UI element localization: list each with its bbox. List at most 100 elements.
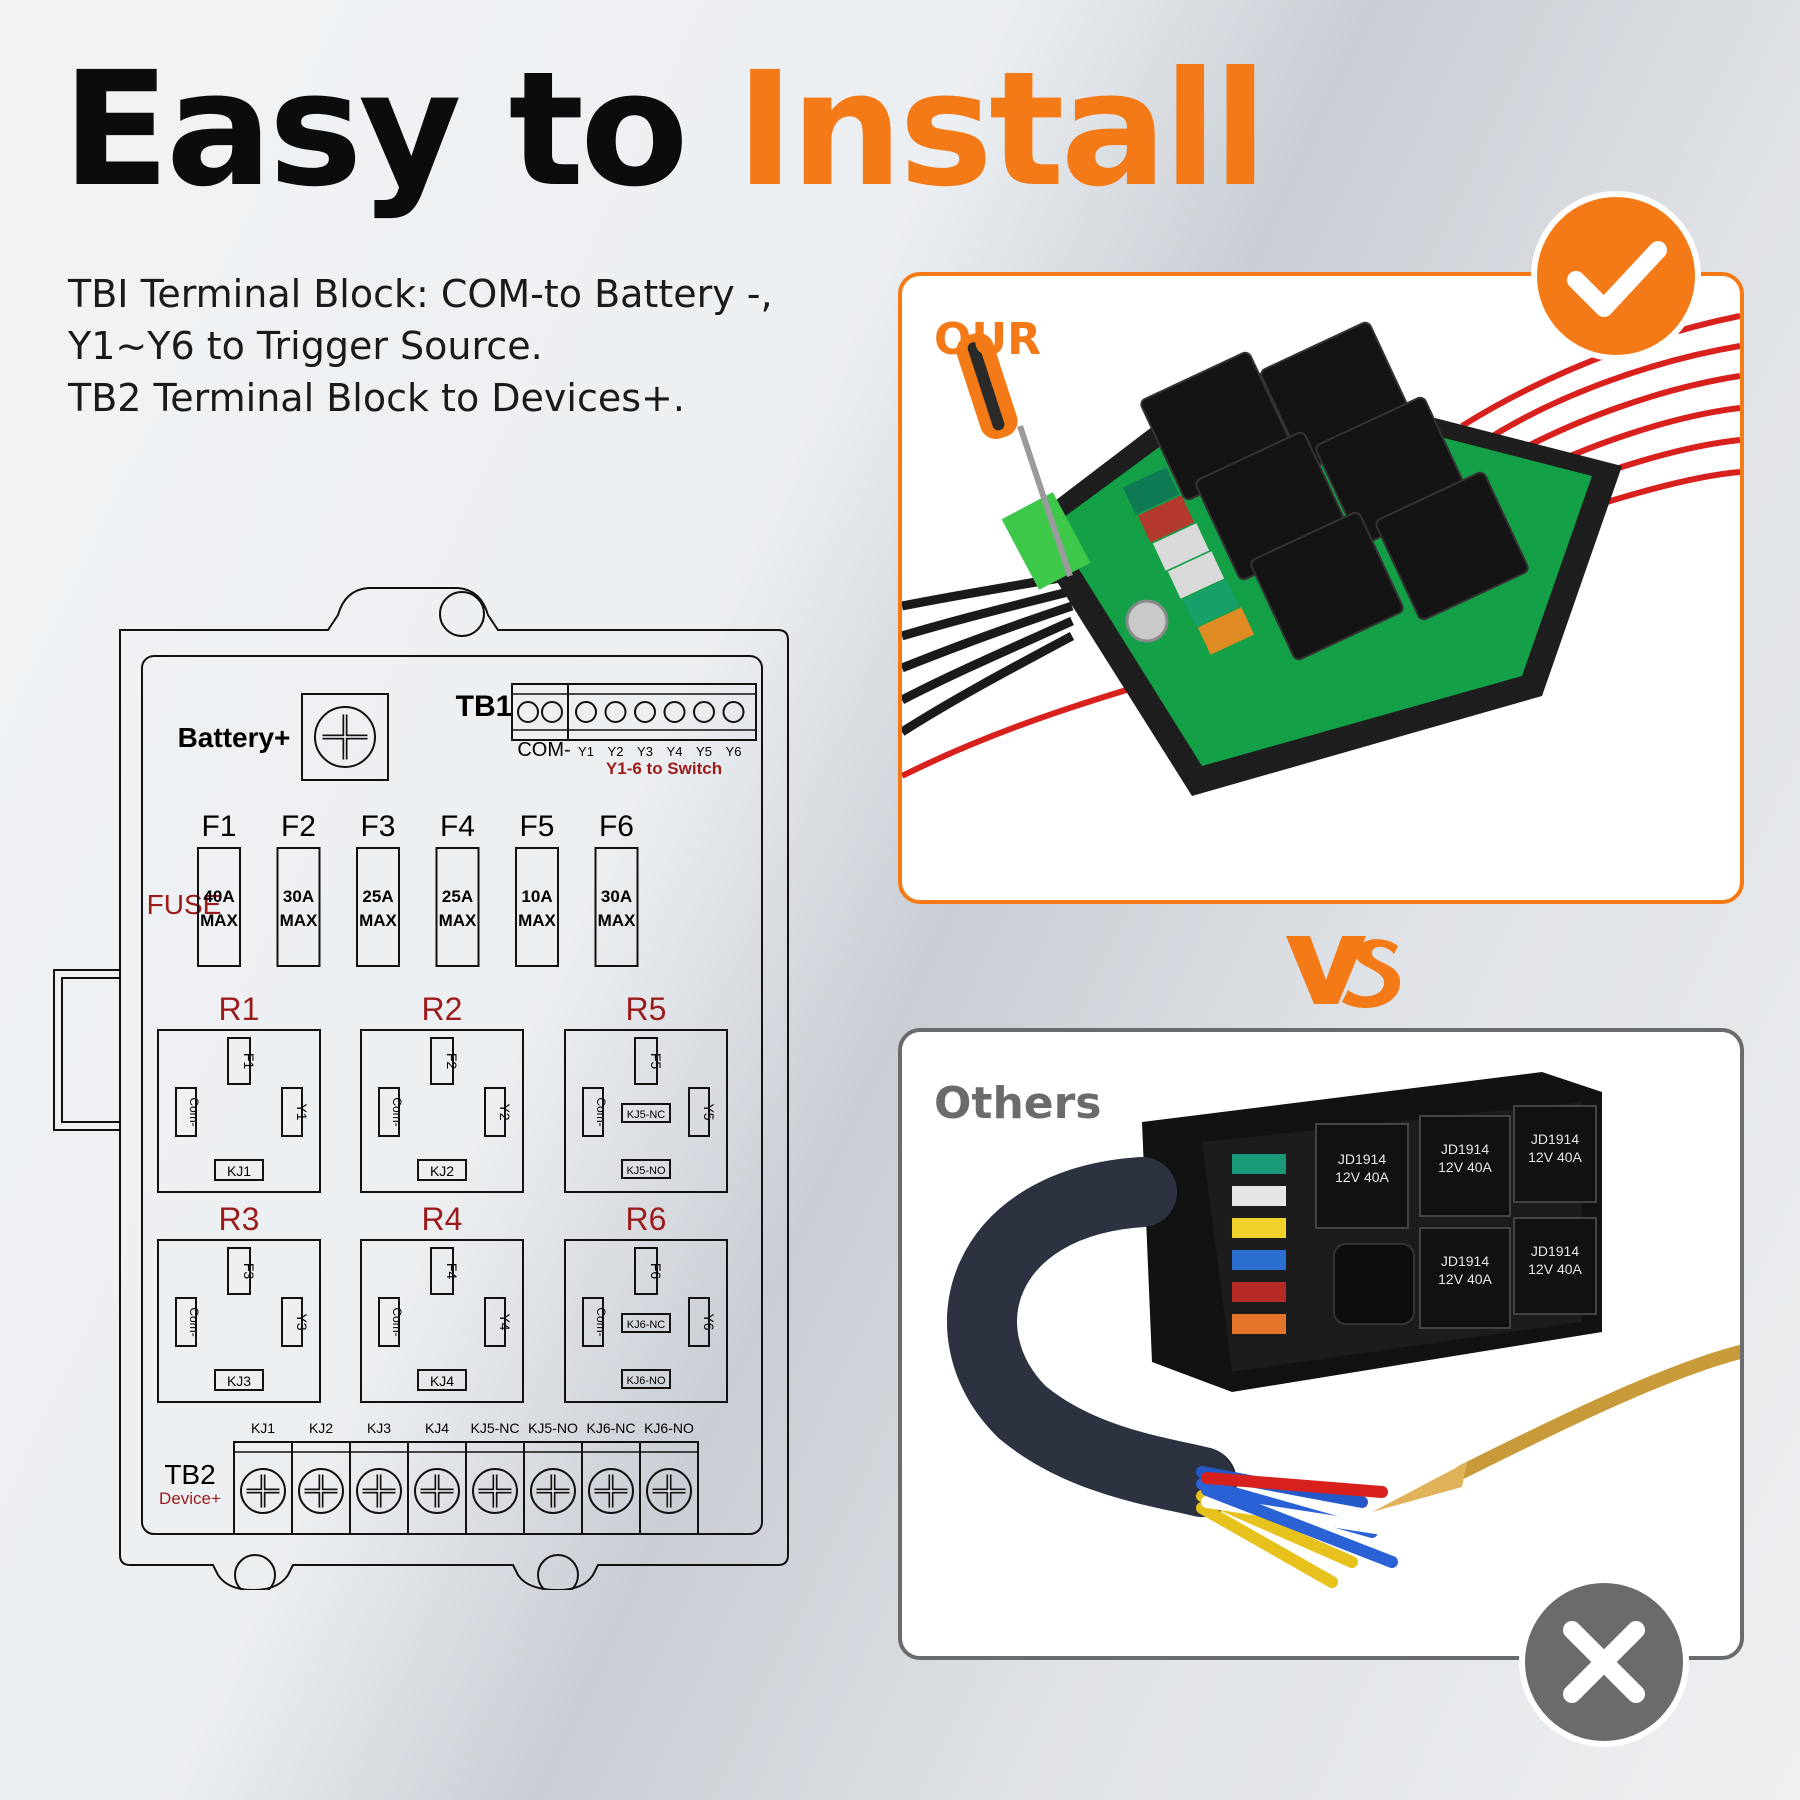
fuse-max: MAX bbox=[200, 911, 238, 930]
battery-label: Battery+ bbox=[178, 722, 291, 753]
tb1-pin-y1 bbox=[575, 701, 597, 723]
relay-fuse-pin bbox=[634, 1247, 658, 1295]
svg-text:12V 40A: 12V 40A bbox=[1335, 1169, 1389, 1185]
mount-hole-bottom-left bbox=[234, 1554, 276, 1590]
tb2-screw-icon bbox=[414, 1468, 460, 1514]
relay-output-pin bbox=[214, 1369, 264, 1391]
fuse-name-f5: F5 bbox=[519, 810, 554, 843]
tb2-sublabel: Device+ bbox=[159, 1489, 221, 1508]
svg-text:JD1914: JD1914 bbox=[1531, 1131, 1579, 1147]
relay-body bbox=[360, 1239, 524, 1403]
tb1-label: TB1 bbox=[456, 690, 513, 723]
tb2-screw-icon bbox=[588, 1468, 634, 1514]
tb1-terminal-label: Y1 bbox=[578, 744, 594, 759]
tb1-pin-y6 bbox=[722, 701, 745, 723]
tb1-terminal-label: Y5 bbox=[696, 744, 712, 759]
relay-trigger-label: Y6 bbox=[701, 1313, 717, 1330]
fuse-max: MAX bbox=[518, 911, 556, 930]
relay-name: R3 bbox=[219, 1201, 260, 1237]
headline-word-easy-to: Easy to bbox=[62, 38, 689, 222]
relay-trigger-pin bbox=[484, 1087, 506, 1137]
tb1-pin-y5 bbox=[693, 701, 715, 723]
relay-output-label: KJ3 bbox=[227, 1373, 251, 1389]
svg-text:12V 40A: 12V 40A bbox=[1528, 1261, 1582, 1277]
our-label: OUR bbox=[934, 314, 1042, 365]
fuse-max: MAX bbox=[439, 911, 477, 930]
black-wires bbox=[902, 571, 1075, 736]
relay-fuse-pin bbox=[227, 1247, 251, 1295]
relay-output-pin bbox=[417, 1369, 467, 1391]
relay-fuse-pin bbox=[430, 1037, 454, 1085]
side-tab bbox=[53, 969, 121, 1131]
others-label: Others bbox=[934, 1078, 1102, 1129]
relay-output-label: KJ5-NC bbox=[627, 1109, 666, 1121]
relay-output-pin-no bbox=[621, 1369, 671, 1389]
tb2-screw-icon bbox=[472, 1468, 518, 1514]
fuse-name-f2: F2 bbox=[281, 810, 316, 843]
fuses bbox=[1122, 467, 1255, 655]
relay-body bbox=[157, 1029, 321, 1193]
relay-body bbox=[157, 1239, 321, 1403]
svg-text:JD1914: JD1914 bbox=[1441, 1253, 1489, 1269]
relay-output-label: KJ4 bbox=[430, 1373, 454, 1389]
our-product-panel: OUR bbox=[898, 272, 1744, 904]
relay-trigger-label: Y3 bbox=[294, 1313, 310, 1330]
relay-output-label: KJ5-NO bbox=[626, 1165, 666, 1177]
relay-trigger-label: Y1 bbox=[294, 1103, 310, 1120]
relay-output-pin bbox=[214, 1159, 264, 1181]
relay-trigger-label: Y5 bbox=[701, 1103, 717, 1120]
svg-text:12V 40A: 12V 40A bbox=[1438, 1271, 1492, 1287]
relay-com-pin bbox=[378, 1087, 400, 1137]
tb1-com-pin bbox=[541, 701, 563, 723]
mount-hole-top bbox=[439, 591, 485, 637]
relay-trigger-label: Y4 bbox=[497, 1313, 513, 1330]
tb1-terminal-label: Y3 bbox=[637, 744, 653, 759]
relay-trigger-pin bbox=[484, 1297, 506, 1347]
fuse-body-f2 bbox=[276, 847, 321, 967]
tb2-terminal-label: KJ2 bbox=[309, 1420, 333, 1436]
fuse-body-f3 bbox=[356, 847, 400, 967]
relays bbox=[1140, 321, 1529, 661]
relay-body bbox=[360, 1029, 524, 1193]
install-description: TBI Terminal Block: COM-to Battery -, Y1… bbox=[68, 268, 773, 424]
relay-fuse-label: F6 bbox=[648, 1263, 664, 1280]
check-badge-icon bbox=[1531, 191, 1701, 361]
fuse-body-f4 bbox=[435, 847, 480, 967]
fuse-body-f6 bbox=[594, 847, 639, 967]
fuse-amp: 30A bbox=[283, 887, 314, 906]
tb1-com-pin bbox=[517, 701, 539, 723]
tb2-screw-icon bbox=[356, 1468, 402, 1514]
relay-trigger-pin bbox=[281, 1087, 303, 1137]
relay-trigger-label: Y2 bbox=[497, 1103, 513, 1120]
relay-name: R5 bbox=[626, 991, 667, 1027]
tb2-terminal-label: KJ1 bbox=[251, 1420, 275, 1436]
tb2-screw-icon bbox=[646, 1468, 692, 1514]
relay-output-label: KJ6-NC bbox=[627, 1319, 666, 1331]
relay-body bbox=[564, 1029, 728, 1193]
fuse-name-f6: F6 bbox=[599, 810, 634, 843]
relay-trigger-pin bbox=[281, 1297, 303, 1347]
relay-output-pin-no bbox=[621, 1159, 671, 1179]
relay-output-label: KJ1 bbox=[227, 1163, 251, 1179]
relay-fuse-label: F5 bbox=[648, 1053, 664, 1070]
tb2-terminal-label: KJ6-NC bbox=[586, 1420, 635, 1436]
relay-name: R2 bbox=[422, 991, 463, 1027]
tb2-screw-icon bbox=[240, 1468, 286, 1514]
relay-com-pin bbox=[378, 1297, 400, 1347]
relay-output-pin-nc bbox=[621, 1103, 671, 1123]
tb1-terminal-label: Y4 bbox=[667, 744, 683, 759]
mount-hole-bottom-right bbox=[537, 1554, 579, 1590]
description-line-2: Y1~Y6 to Trigger Source. bbox=[68, 324, 543, 368]
fuse-name-f1: F1 bbox=[201, 810, 236, 843]
relay-fuse-pin bbox=[634, 1037, 658, 1085]
fuse-body-f5 bbox=[515, 847, 559, 967]
relay-labels: JD1914 12V 40A JD1914 12V 40A JD1914 12V… bbox=[1335, 1131, 1582, 1287]
relay-trigger-pin bbox=[688, 1087, 710, 1137]
tb1-block bbox=[511, 683, 757, 741]
tb1-note: Y1-6 to Switch bbox=[606, 759, 722, 778]
relay-name: R4 bbox=[422, 1201, 463, 1237]
relay-fuse-pin bbox=[430, 1247, 454, 1295]
battery-screw-icon bbox=[314, 706, 376, 768]
relay-fuse-label: F2 bbox=[444, 1053, 460, 1070]
